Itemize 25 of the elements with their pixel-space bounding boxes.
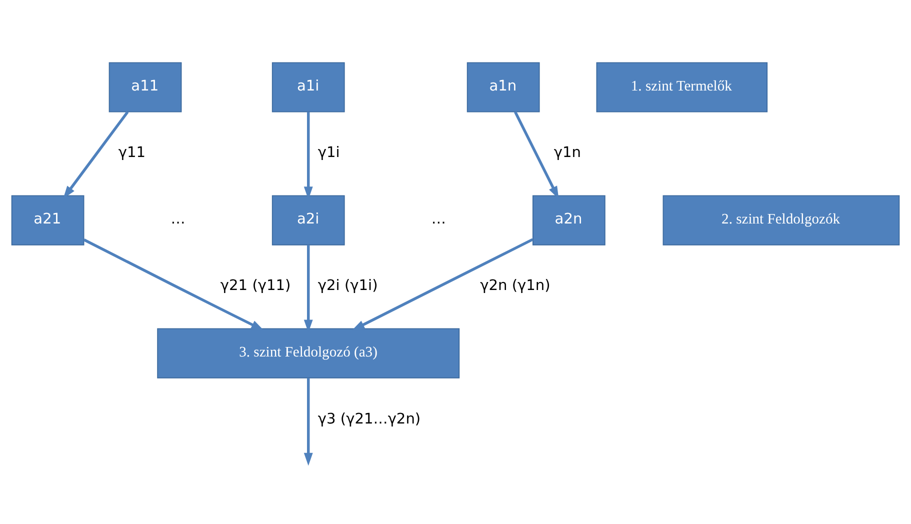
arrow bbox=[352, 238, 534, 330]
node-box: a2n bbox=[532, 194, 606, 245]
arrow bbox=[83, 238, 264, 330]
edge-label: γ2n (γ1n) bbox=[480, 276, 550, 294]
node-box: 2. szint Feldolgozók bbox=[662, 194, 900, 245]
arrow bbox=[514, 110, 559, 199]
node-box: 1. szint Termelők bbox=[596, 62, 768, 112]
edge-label: γ3 (γ21…γ2n) bbox=[318, 410, 421, 427]
node-box: a1i bbox=[272, 62, 345, 112]
edge-label: γ1n bbox=[554, 144, 582, 161]
edge-label: γ21 (γ11) bbox=[220, 276, 291, 294]
arrow bbox=[304, 111, 313, 199]
label: … bbox=[431, 210, 446, 228]
arrow bbox=[304, 378, 313, 466]
arrow bbox=[63, 110, 129, 198]
arrow bbox=[304, 244, 313, 332]
edge-label: γ11 bbox=[118, 144, 146, 161]
edge-label: γ1i bbox=[318, 144, 340, 161]
edge-label: γ2i (γ1i) bbox=[318, 276, 378, 294]
node-box: a1n bbox=[466, 62, 540, 112]
node-box: a21 bbox=[11, 194, 84, 245]
node-box: a2i bbox=[272, 194, 345, 245]
node-box: 3. szint Feldolgozó (a3) bbox=[157, 328, 460, 378]
label: … bbox=[170, 210, 186, 228]
node-box: a11 bbox=[108, 62, 182, 112]
